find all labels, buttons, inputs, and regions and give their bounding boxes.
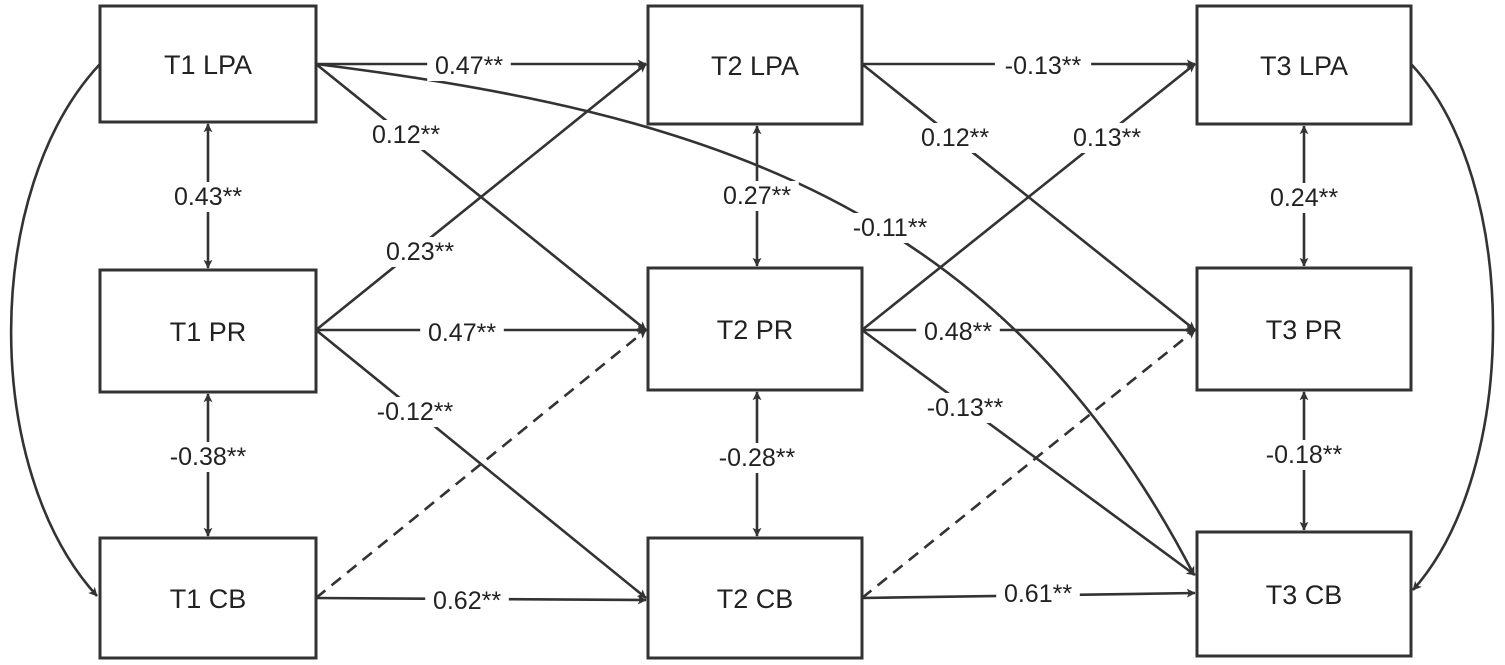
edge-t3pr-t3cb-label-bg [1255, 440, 1353, 470]
edge-t1pr-t2pr-label: 0.47** [428, 319, 496, 347]
edge-t2lpa-t3lpa-label-group: -0.13** [994, 51, 1092, 81]
node-t1cb-box [98, 536, 318, 660]
edge-t1pr-t2pr-label-bg [420, 318, 504, 348]
edge-t3pr-t3cb-label: -0.18** [1266, 441, 1343, 469]
node-t2lpa-box [646, 4, 864, 126]
edge-t2pr-t3pr-label-bg [916, 317, 1000, 347]
node-t3lpa-box [1195, 4, 1413, 126]
node-t2lpa-label: T2 LPA [711, 51, 799, 81]
node-t1cb: T1 CB [98, 536, 318, 660]
node-t1pr-box [98, 268, 318, 394]
edge-t2pr-t3lpa-label-bg [1065, 123, 1149, 153]
edge-t2pr-t3lpa-label-group: 0.13** [1065, 123, 1149, 153]
edge-t2pr-t2cb-label: -0.28** [719, 444, 796, 472]
edge-t3lpa-t3cb-arrow [1410, 63, 1495, 591]
edge-t1lpa-t2lpa-label-bg [427, 51, 511, 81]
node-t2pr-label: T2 PR [717, 315, 794, 345]
edge-t1pr-t2lpa-arrow [315, 62, 647, 332]
node-t3cb-box [1195, 530, 1413, 658]
edge-t2pr-t3lpa-arrow [861, 62, 1196, 332]
node-t2cb-box [646, 536, 864, 660]
edge-t2pr-t3pr-label: 0.48** [924, 318, 992, 346]
node-t2pr-box [646, 266, 864, 392]
node-t2lpa: T2 LPA [646, 4, 864, 126]
edge-t1cb-t2pr-arrow [315, 328, 647, 600]
node-t3lpa: T3 LPA [1195, 4, 1413, 126]
edge-t3pr-t3cb-label-group: -0.18** [1255, 440, 1353, 470]
edge-t1lpa-t3cb-label-group: -0.11** [841, 213, 939, 243]
node-t3pr-label: T3 PR [1266, 315, 1343, 345]
edge-t2lpa-t2pr-label-group: 0.27** [715, 181, 799, 211]
edge-t2lpa-t3pr-label-bg [913, 123, 997, 153]
node-t3lpa-label: T3 LPA [1260, 51, 1348, 81]
edge-t2pr-t3cb-label: -0.13** [927, 394, 1004, 422]
edge-t1pr-t2cb-arrow [315, 328, 647, 600]
edge-t2cb-t3cb-label: 0.61** [1004, 580, 1072, 608]
nodes-layer: T1 LPA T1 PR T1 CB T2 LPA T2 PR T2 CB T3 LPA T3… [98, 4, 1413, 660]
node-t2cb-label: T2 CB [717, 584, 794, 614]
edge-t1pr-t1cb-label: -0.38** [170, 443, 247, 471]
node-t1pr: T1 PR [98, 268, 318, 394]
edge-t1lpa-t3cb-label: -0.11** [853, 214, 928, 242]
edge-t1lpa-t1cb-arrow [9, 63, 101, 597]
edge-t3lpa-t3pr-label: 0.24** [1270, 184, 1338, 212]
edge-t2pr-t3cb-arrow [861, 328, 1196, 577]
edge-t2pr-t3lpa-label: 0.13** [1073, 124, 1141, 152]
node-t1lpa-label: T1 LPA [164, 50, 252, 80]
edge-t1pr-t2cb-label-group: -0.12** [366, 397, 464, 427]
edge-t2cb-t3cb-label-bg [996, 579, 1080, 609]
node-t3cb: T3 CB [1195, 530, 1413, 658]
edge-t1pr-t1cb-label-bg [159, 442, 257, 472]
edge-t1lpa-t2lpa-label: 0.47** [435, 52, 503, 80]
edge-t2pr-t3cb-label-bg [916, 393, 1014, 423]
edge-t1pr-t2pr-label-group: 0.47** [420, 318, 504, 348]
edge-t1lpa-t1pr-label: 0.43** [174, 183, 242, 211]
edge-t1pr-t2lpa-label: 0.23** [386, 238, 454, 266]
node-t2cb: T2 CB [646, 536, 864, 660]
node-t3pr: T3 PR [1195, 266, 1413, 392]
edge-t2cb-t3pr-arrow [861, 328, 1196, 600]
edge-t2pr-t2cb-label-bg [708, 443, 806, 473]
edge-t2lpa-t3pr-label-group: 0.12** [913, 123, 997, 153]
edge-t1pr-t2cb-label-bg [366, 397, 464, 427]
node-t1lpa: T1 LPA [98, 4, 318, 124]
edge-t1lpa-t2pr-label: 0.12** [372, 121, 440, 149]
edge-t2lpa-t2pr-label: 0.27** [723, 182, 791, 210]
edge-t2lpa-t2pr-label-bg [715, 181, 799, 211]
node-t1cb-label: T1 CB [170, 584, 247, 614]
edge-t1lpa-t3cb-label-bg [841, 213, 939, 243]
edge-t1cb-t2cb-label-group: 0.62** [425, 586, 509, 616]
edge-labels-layer: 0.47** 0.12** -0.11** 0.43** -0.38** 0.23** 0.… [159, 51, 1353, 616]
edge-t1pr-t2lpa-label-group: 0.23** [378, 237, 462, 267]
edge-t2pr-t2cb-label-group: -0.28** [708, 443, 806, 473]
node-t3pr-box [1195, 266, 1413, 392]
node-t1pr-label: T1 PR [170, 317, 247, 347]
edge-t1pr-t2lpa-label-bg [378, 237, 462, 267]
edges-layer [9, 59, 1495, 605]
node-t3cb-label: T3 CB [1266, 580, 1343, 610]
edge-t1cb-t2cb-label: 0.62** [433, 587, 501, 615]
edge-t2pr-t3pr-label-group: 0.48** [916, 317, 1000, 347]
edge-t3lpa-t3pr-label-bg [1262, 183, 1346, 213]
edge-t2pr-t3cb-label-group: -0.13** [916, 393, 1014, 423]
edge-t1lpa-t2pr-label-bg [364, 120, 448, 150]
node-t2pr: T2 PR [646, 266, 864, 392]
edge-t1lpa-t1pr-label-group: 0.43** [166, 182, 250, 212]
edge-t1pr-t1cb-label-group: -0.38** [159, 442, 257, 472]
node-t1lpa-box [98, 4, 318, 124]
edge-t1cb-t2cb-label-bg [425, 586, 509, 616]
edge-t1lpa-t2pr-label-group: 0.12** [364, 120, 448, 150]
edge-t2lpa-t3pr-label: 0.12** [921, 124, 989, 152]
edge-t2cb-t3cb-label-group: 0.61** [996, 579, 1080, 609]
edge-t1pr-t2cb-label: -0.12** [377, 398, 454, 426]
edge-t2lpa-t3lpa-label-bg [994, 51, 1092, 81]
edge-t3lpa-t3pr-label-group: 0.24** [1262, 183, 1346, 213]
edge-t1lpa-t1pr-label-bg [166, 182, 250, 212]
edge-t1lpa-t3cb-arrow [315, 62, 1196, 576]
edge-t1lpa-t2lpa-label-group: 0.47** [427, 51, 511, 81]
edge-t2lpa-t3lpa-label: -0.13** [1005, 52, 1082, 80]
